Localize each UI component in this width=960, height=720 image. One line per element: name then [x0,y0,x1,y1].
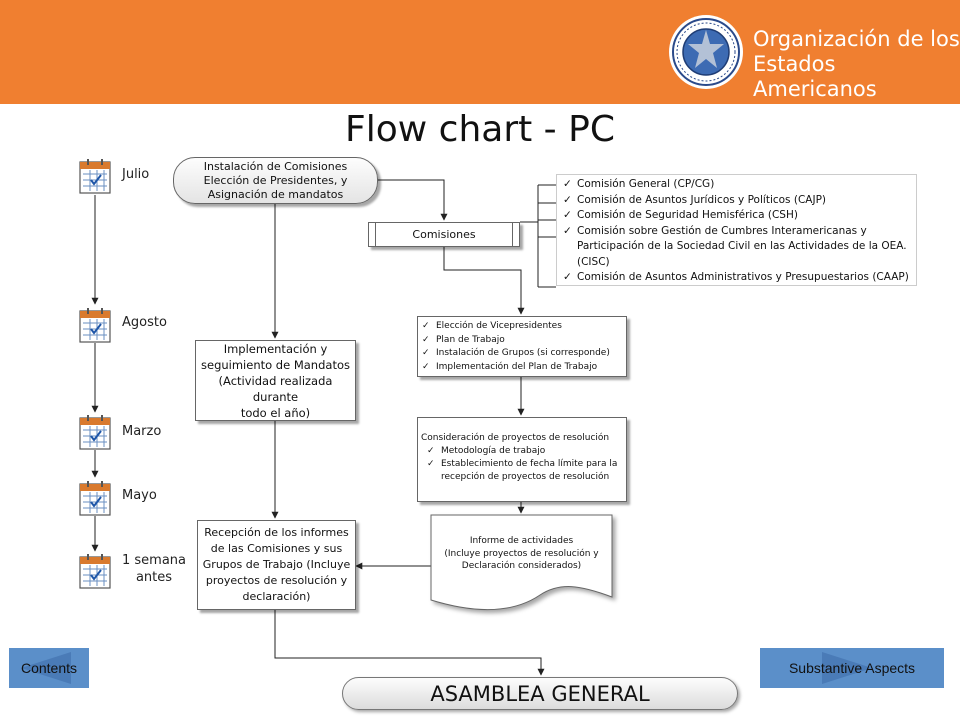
month-label-agosto: Agosto [122,315,167,330]
back-arrow-icon [21,652,71,684]
page-title: Flow chart - PC [345,109,615,150]
arrow-comisiones-to-workplan [443,247,525,315]
committee-item: Comisión de Seguridad Hemisférica (CSH) [563,208,910,224]
contents-button[interactable]: Contents [9,648,89,688]
node-installation-line1: Instalación de Comisiones [203,159,348,173]
node-implementation-line1: Implementación y [223,341,328,356]
node-asamblea-general: ASAMBLEA GENERAL [342,677,738,710]
node-reception-line2: de las Comisiones y sus [210,542,343,555]
node-reception-line3: Grupos de Trabajo (Incluye [202,558,351,571]
node-report: Informe de actividades (Incluye proyecto… [431,530,612,578]
org-name-line1: Organización de los [753,27,960,51]
work-plan-item: Implementación del Plan de Trabajo [422,361,622,375]
node-reception: Recepción de los informes de las Comisio… [197,520,356,610]
committee-item: Comisión de Asuntos Jurídicos y Político… [563,193,910,209]
node-implementation-line3: (Actividad realizada durante [218,373,333,404]
committee-list: Comisión General (CP/CG) Comisión de Asu… [563,177,910,286]
node-implementation-line2: seguimiento de Mandatos [201,357,350,372]
org-name: Organización de los Estados Americanos [753,27,960,102]
work-plan-list: Elección de Vicepresidentes Plan de Trab… [422,320,622,374]
node-implementation: Implementación y seguimiento de Mandatos… [195,340,356,421]
node-comisiones: Comisiones [368,222,520,247]
committee-item: Comisión sobre Gestión de Cumbres Intera… [563,224,910,271]
substantive-aspects-button[interactable]: Substantive Aspects [760,648,944,688]
work-plan-item: Elección de Vicepresidentes [422,320,622,334]
node-reception-line1: Recepción de los informes [204,526,349,539]
org-name-line2: Estados Americanos [753,52,877,101]
node-reception-line4: proyectos de resolución y [205,574,348,587]
node-work-plan: Elección de Vicepresidentes Plan de Trab… [417,316,627,377]
node-comisiones-label: Comisiones [412,228,476,241]
report-document-shape [430,514,613,611]
arrow-start-to-comisiones [378,179,448,221]
calendar-icon [79,481,111,516]
calendar-icon [79,415,111,450]
consideration-item: Establecimiento de fecha límite para la … [427,458,622,484]
oas-seal-icon [669,15,743,89]
node-installation-line2: Elección de Presidentes, y [203,173,348,187]
node-implementation-line4: todo el año) [240,405,311,420]
month-label-marzo: Marzo [122,424,162,439]
month-label-julio: Julio [122,167,150,182]
month-label-1-semana-antes: 1 semana antes [122,552,186,586]
contents-button-label: Contents [20,660,78,676]
committee-item: Comisión de Asuntos Administrativos y Pr… [563,270,910,286]
consideration-list: Metodología de trabajo Establecimiento d… [427,445,622,484]
node-installation: Instalación de Comisiones Elección de Pr… [173,157,378,204]
header-bar: Organización de los Estados Americanos [0,0,960,104]
calendar-icon [79,159,111,194]
month-label-line2: antes [135,570,173,585]
node-consideration: Consideración de proyectos de resolución… [417,417,627,502]
node-installation-line3: Asignación de mandatos [207,187,344,201]
arrow-reception-to-assembly [274,610,545,676]
consideration-item: Metodología de trabajo [427,445,622,458]
committee-bracket [520,184,556,288]
calendar-icon [79,554,111,589]
month-label-line1: 1 semana [122,553,187,568]
node-report-line1: Informe de actividades [469,536,574,547]
node-consideration-title: Consideración de proyectos de resolución [421,433,610,443]
committee-list-box: Comisión General (CP/CG) Comisión de Asu… [556,174,917,286]
work-plan-item: Instalación de Grupos (si corresponde) [422,347,622,361]
node-reception-line5: declaración) [242,590,311,603]
forward-arrow-icon [822,652,872,684]
work-plan-item: Plan de Trabajo [422,334,622,348]
node-report-line3: Declaración considerados) [461,561,582,572]
month-label-mayo: Mayo [122,488,157,503]
node-report-line2: (Incluye proyectos de resolución y [444,548,599,559]
committee-item: Comisión General (CP/CG) [563,177,910,193]
substantive-aspects-button-label: Substantive Aspects [788,660,916,676]
calendar-icon [79,308,111,343]
